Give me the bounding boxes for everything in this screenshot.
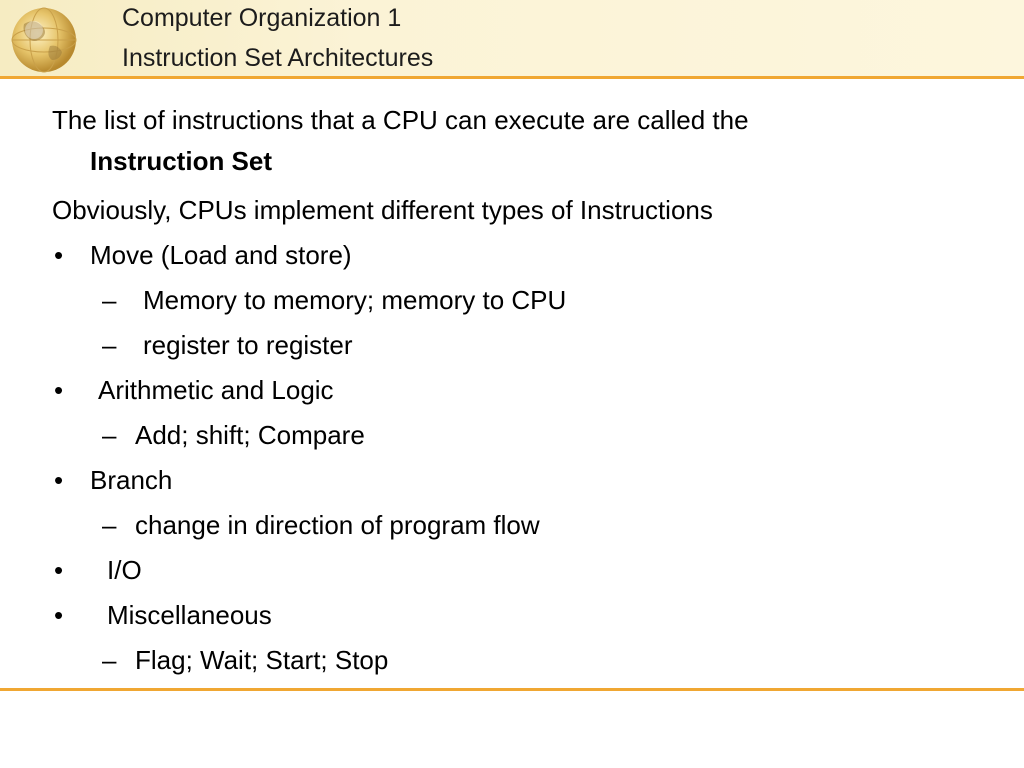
slide-title-line-2: Instruction Set Architectures bbox=[122, 44, 434, 72]
subitem-direction: change in direction of program flow bbox=[135, 510, 540, 540]
list-item-miscellaneous: Miscellaneous bbox=[107, 600, 272, 630]
subitem-add-shift: Add; shift; Compare bbox=[135, 420, 365, 450]
list-item-arithmetic: Arithmetic and Logic bbox=[98, 375, 334, 405]
globe-icon bbox=[11, 7, 77, 73]
header-band bbox=[0, 0, 1024, 76]
subitem-memory: Memory to memory; memory to CPU bbox=[143, 285, 567, 315]
dash-icon: – bbox=[102, 330, 117, 360]
list-item-branch: Branch bbox=[90, 465, 173, 495]
bullet-icon: • bbox=[54, 375, 64, 405]
dash-icon: – bbox=[102, 645, 117, 675]
subitem-flag-wait: Flag; Wait; Start; Stop bbox=[135, 645, 389, 675]
dash-icon: – bbox=[102, 285, 117, 315]
bullet-icon: • bbox=[54, 240, 64, 270]
bullet-icon: • bbox=[54, 600, 64, 630]
intro-line-2-emphasis: Instruction Set bbox=[90, 146, 273, 176]
bullet-icon: • bbox=[54, 465, 64, 495]
dash-icon: – bbox=[102, 420, 117, 450]
statement-text: Obviously, CPUs implement different type… bbox=[52, 195, 713, 225]
list-item-io: I/O bbox=[107, 555, 142, 585]
intro-line-1: The list of instructions that a CPU can … bbox=[52, 105, 749, 135]
list-item-move: Move (Load and store) bbox=[90, 240, 352, 270]
bullet-icon: • bbox=[54, 555, 64, 585]
header-divider bbox=[0, 76, 1024, 79]
subitem-register: register to register bbox=[143, 330, 353, 360]
dash-icon: – bbox=[102, 510, 117, 540]
footer-divider bbox=[0, 688, 1024, 691]
slide-title-line-1: Computer Organization 1 bbox=[122, 4, 402, 32]
